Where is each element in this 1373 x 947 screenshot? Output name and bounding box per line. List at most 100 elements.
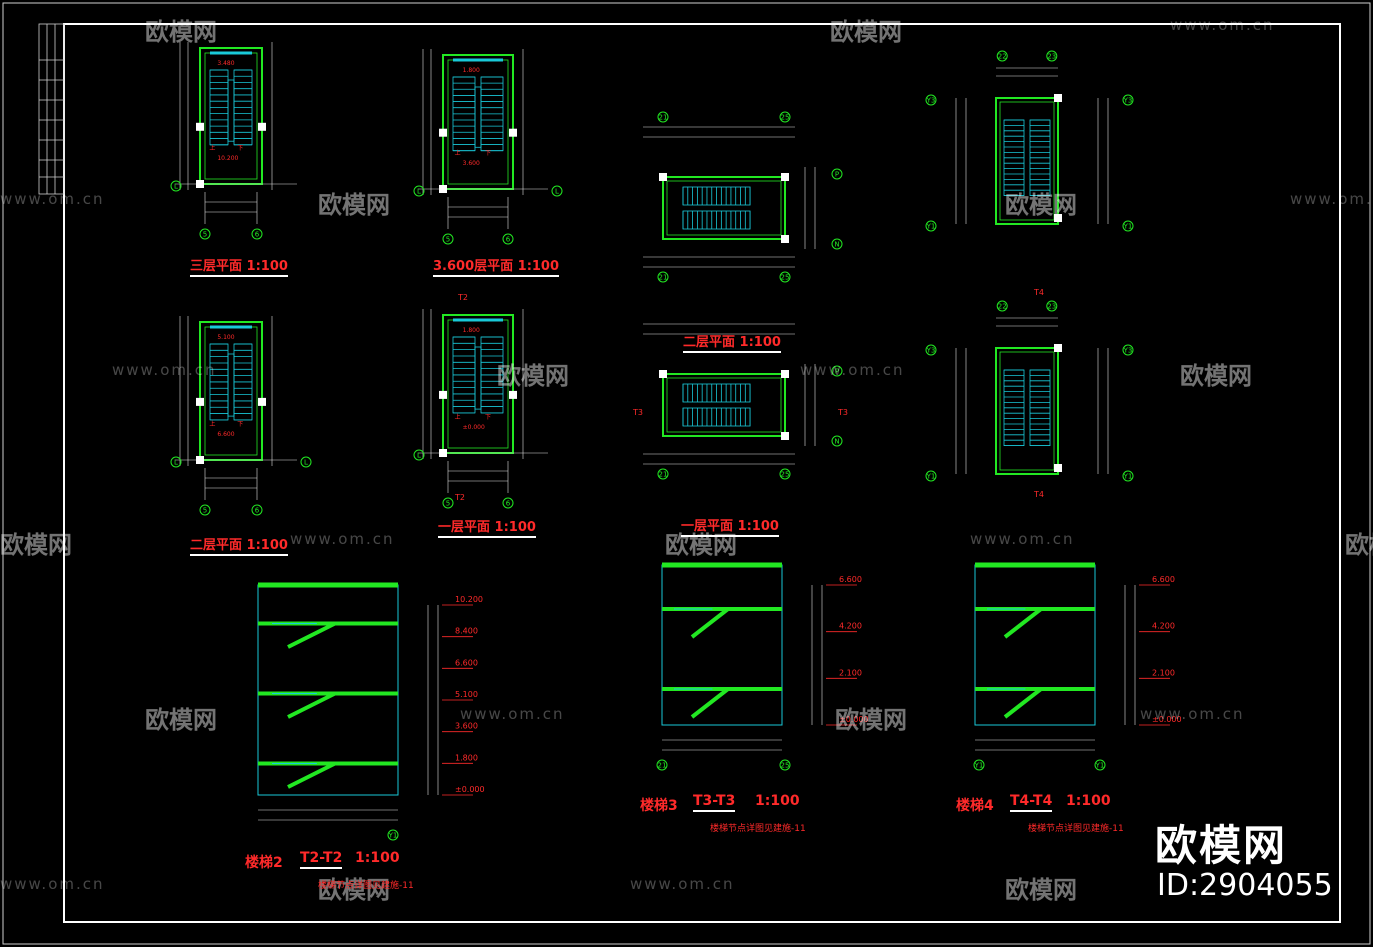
grid-label: 21: [659, 114, 668, 122]
column-mark: [196, 180, 204, 188]
grid-label: L: [417, 188, 421, 196]
level-text: 1.800: [463, 67, 480, 74]
direction-text: 下: [237, 421, 243, 428]
stair-flight-cut: [1003, 607, 1085, 639]
watermark-site: www.om.cn: [1290, 190, 1373, 208]
grid-label: L: [174, 183, 178, 191]
stair-wall: [662, 176, 786, 240]
grid-bubble: [779, 111, 791, 123]
column-mark: [439, 449, 447, 457]
stair-flight-cut: [287, 761, 388, 789]
elevation-text: 8.400: [455, 627, 478, 636]
watermark-brand: 欧模网: [318, 191, 390, 219]
elevation-text: 4.200: [839, 622, 862, 631]
section-outline: [974, 564, 1096, 726]
watermark-brand: 欧模网: [145, 706, 217, 734]
column-mark: [439, 128, 447, 137]
watermark-site: www.om.cn: [1140, 705, 1245, 723]
section-mark-t4: T4: [1033, 288, 1044, 297]
grid-bubble: [779, 271, 791, 283]
stair-flight: [1029, 369, 1051, 446]
grid-bubble: [657, 468, 669, 480]
grid-label: L: [304, 459, 308, 467]
column-mark: [1054, 464, 1062, 472]
elevation-text: 5.100: [455, 690, 478, 699]
grid-bubble: [831, 365, 843, 377]
stair-flight-cut: [287, 691, 388, 719]
level-text: 3.480: [217, 60, 234, 67]
title-stair3-prefix: 楼梯3: [640, 798, 678, 814]
stair-well: [227, 79, 235, 142]
stair-treads: [233, 69, 253, 146]
column-mark: [781, 432, 789, 440]
grid-bubble: [170, 456, 182, 468]
watermark-brand: 欧模网: [497, 362, 569, 390]
grid-bubble: [973, 759, 985, 771]
grid-label: 5: [203, 231, 207, 239]
stair-treads: [682, 407, 751, 427]
section-mark-t4: T4: [1033, 490, 1044, 499]
grid-bubble: [199, 228, 211, 240]
column-mark: [196, 456, 204, 464]
grid-bubble: [657, 271, 669, 283]
level-text: 1.800: [463, 327, 480, 334]
grid-label: L: [174, 459, 178, 467]
stair-flight: [682, 383, 751, 403]
stair-wall-inner: [999, 351, 1055, 471]
title-stair4-section: T4-T4: [1010, 793, 1053, 812]
stair-wall: [995, 347, 1059, 475]
grid-label: Y1: [926, 223, 936, 231]
stair-wall: [995, 97, 1059, 225]
direction-text: 上: [209, 420, 215, 428]
elevation-text: 2.100: [1152, 668, 1175, 677]
title-stair4-prefix: 楼梯4: [956, 798, 994, 814]
grid-label: Y3: [1123, 97, 1133, 105]
column-mark: [659, 370, 667, 378]
grid-bubble: [502, 233, 514, 245]
stair-treads: [1029, 369, 1051, 447]
stair-treads: [452, 336, 476, 414]
elevation-text: 4.200: [1152, 622, 1175, 631]
grid-label: N: [834, 438, 839, 446]
stair-flight: [1003, 369, 1025, 446]
stair-wall-inner: [666, 180, 782, 236]
elevation-text: 6.600: [1152, 575, 1175, 584]
grid-label: 6: [506, 236, 511, 244]
grid-label: Y1: [926, 473, 936, 481]
elevation-text: ±0.000: [839, 715, 869, 724]
section-outline: [661, 564, 783, 726]
grid-label: 25: [781, 762, 790, 770]
title-plan-3600: 3.600层平面 1:100: [433, 255, 560, 277]
stair-treads: [682, 186, 751, 206]
grid-bubble: [551, 185, 563, 197]
watermark-brand: 欧模网: [1345, 531, 1373, 559]
title-stair3-section: T3-T3: [693, 793, 736, 812]
grid-bubble: [1122, 94, 1134, 106]
grid-bubble: [779, 468, 791, 480]
column-mark: [509, 128, 517, 137]
watermark-brand: 欧模网: [145, 18, 217, 46]
stair-wall: [442, 54, 514, 190]
stair-wall: [199, 47, 263, 185]
grid-bubble: [413, 185, 425, 197]
grid-bubble: [251, 228, 263, 240]
grid-bubble: [925, 94, 937, 106]
note-stair2: 楼梯节点详图见建施-11: [318, 881, 414, 891]
level-text: 3.600: [463, 160, 480, 167]
watermark-site: www.om.cn: [112, 361, 217, 379]
title-strip: [38, 23, 65, 195]
grid-label: 22: [998, 303, 1007, 311]
column-mark: [258, 122, 266, 131]
watermark-site: www.om.cn: [1170, 16, 1275, 34]
grid-bubble: [1122, 220, 1134, 232]
grid-label: 6: [255, 507, 260, 515]
grid-bubble: [831, 435, 843, 447]
stair-flight-cut: [690, 687, 772, 719]
stair-flight-cut: [690, 607, 772, 639]
grid-label: Y1: [1123, 473, 1133, 481]
column-mark: [1054, 344, 1062, 352]
